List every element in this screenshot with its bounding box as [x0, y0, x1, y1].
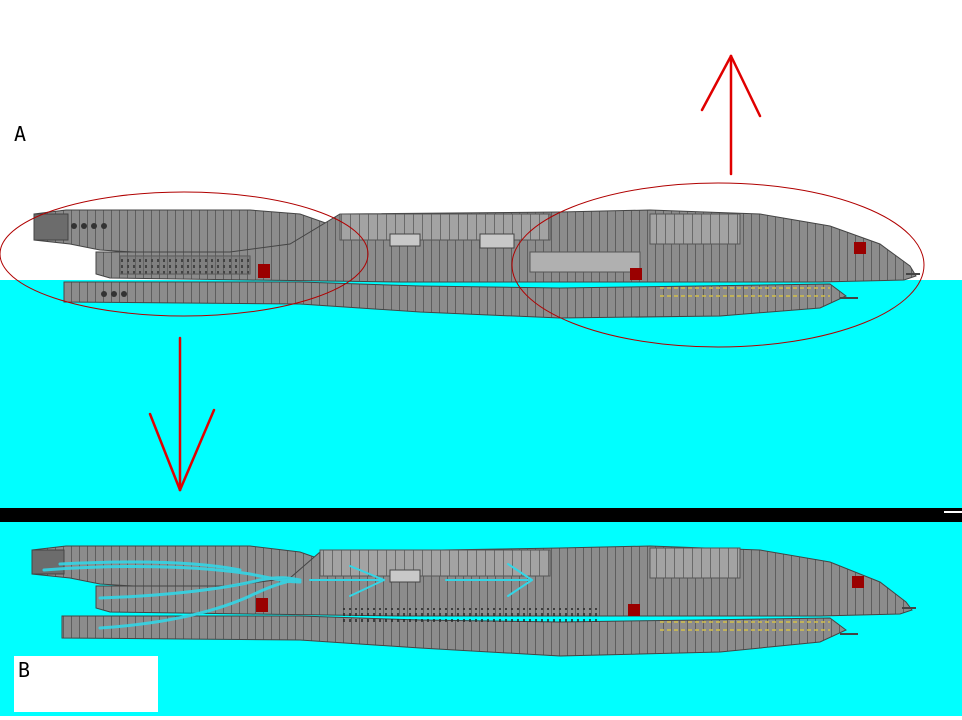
label-a: A: [14, 122, 27, 146]
ellipse-right: [511, 182, 925, 348]
label-b: B: [18, 658, 31, 682]
label-b-box: [14, 656, 158, 712]
divider-bar: [0, 508, 962, 522]
water-top: [0, 280, 962, 508]
ship-a-lower-nacelle: [63, 281, 847, 319]
arrow-up-icon: [700, 54, 762, 176]
ellipse-left: [0, 191, 369, 317]
arrow-down-icon: [148, 336, 216, 492]
ship-a: [33, 209, 920, 319]
ship-b: [31, 545, 916, 657]
flow-lines: [42, 560, 302, 630]
flow-arrows: [309, 563, 533, 597]
